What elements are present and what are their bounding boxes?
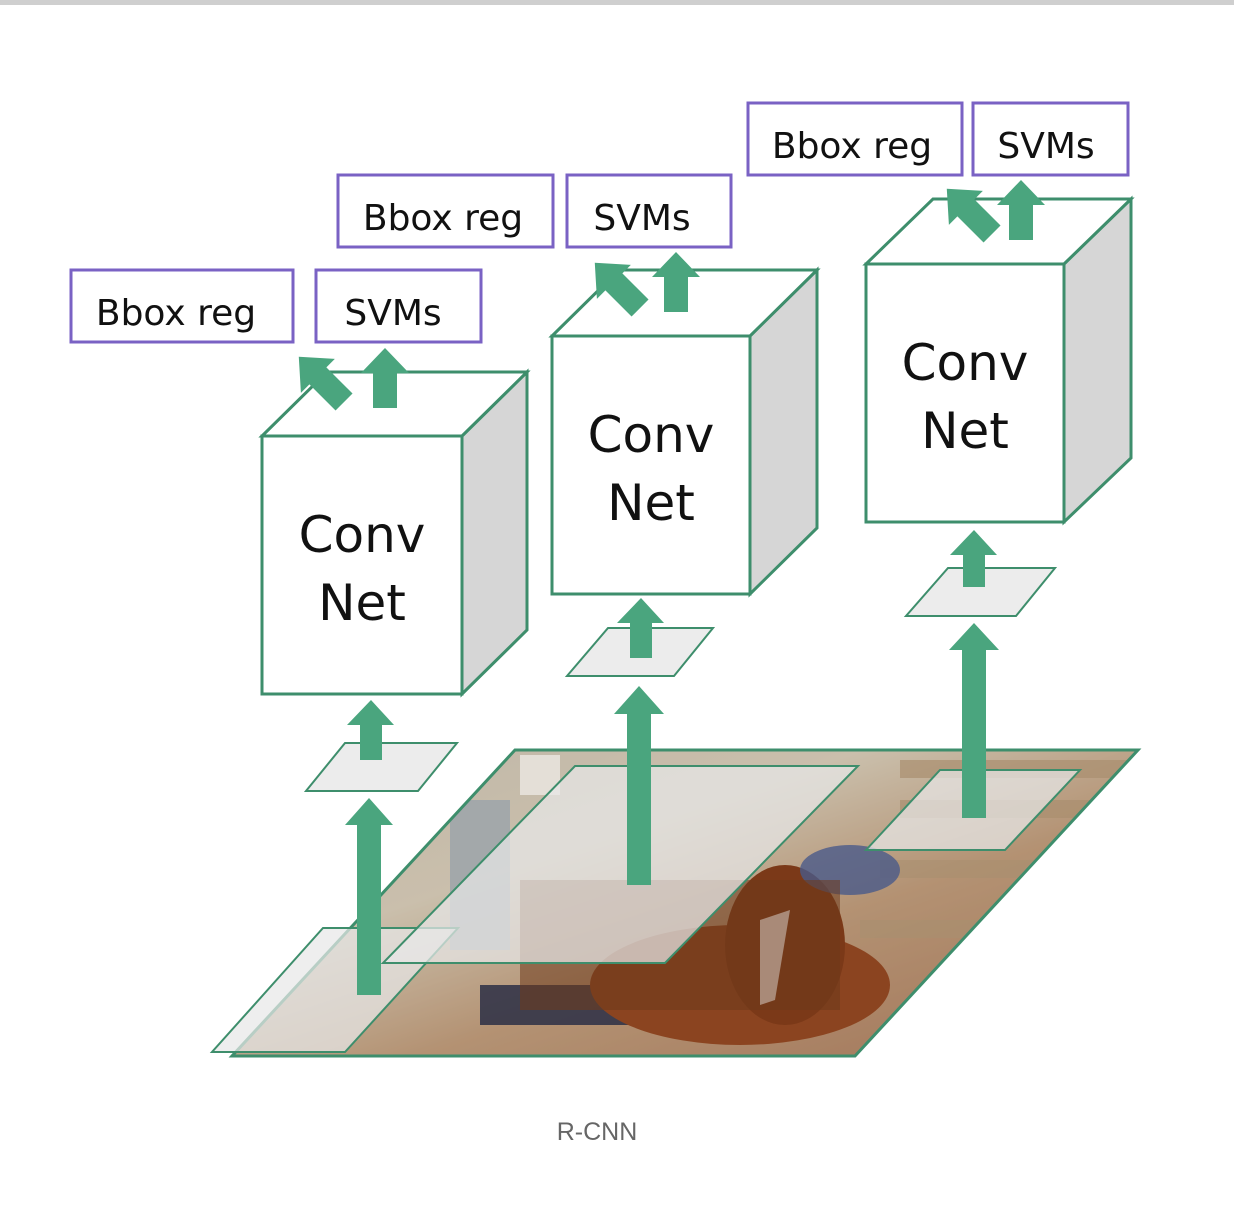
arrow-bbox-right bbox=[946, 188, 1001, 243]
convnet-label-line1: Conv bbox=[299, 506, 426, 564]
arrow-svm-right bbox=[997, 180, 1045, 240]
region-proposal-center bbox=[380, 765, 861, 964]
figure-caption: R-CNN bbox=[556, 1118, 638, 1146]
arrow-svm-center bbox=[652, 252, 700, 312]
bbox-reg-label: Bbox reg bbox=[363, 198, 523, 239]
convnet-center: Conv Net bbox=[548, 266, 821, 598]
output-labels-center: Bbox reg SVMs bbox=[336, 173, 733, 249]
arrow-svm-left bbox=[361, 348, 409, 408]
bbox-reg-label: Bbox reg bbox=[96, 293, 256, 334]
svms-label: SVMs bbox=[344, 293, 441, 334]
arrow-image-to-patch-left bbox=[345, 798, 393, 995]
bbox-reg-label: Bbox reg bbox=[772, 126, 932, 167]
arrow-patch-to-conv-right bbox=[950, 530, 997, 587]
warped-patches bbox=[303, 567, 1058, 792]
arrow-patch-to-conv-left bbox=[347, 700, 394, 760]
arrow-image-to-patch-center bbox=[614, 686, 664, 885]
output-labels-left: Bbox reg SVMs bbox=[69, 268, 483, 344]
output-arrows bbox=[298, 180, 1045, 411]
convnet-right: Conv Net bbox=[862, 195, 1135, 526]
arrow-bbox-center bbox=[594, 262, 649, 317]
input-arrows bbox=[345, 530, 999, 995]
warped-patch-left bbox=[303, 742, 460, 792]
arrow-patch-to-conv-center bbox=[617, 598, 664, 658]
arrow-image-to-patch-right bbox=[949, 623, 999, 818]
top-divider bbox=[0, 0, 1234, 5]
arrow-bbox-left bbox=[298, 356, 353, 411]
output-labels-right: Bbox reg SVMs bbox=[746, 101, 1130, 177]
warped-patch-right bbox=[903, 567, 1058, 617]
convnet-label-line2: Net bbox=[607, 474, 695, 532]
svms-label: SVMs bbox=[997, 126, 1094, 167]
convnet-label-line2: Net bbox=[318, 574, 406, 632]
convnet-label-line1: Conv bbox=[902, 334, 1029, 392]
convnet-label-line1: Conv bbox=[588, 406, 715, 464]
svms-label: SVMs bbox=[593, 198, 690, 239]
convnet-left: Conv Net bbox=[258, 368, 531, 698]
convnet-label-line2: Net bbox=[921, 402, 1009, 460]
